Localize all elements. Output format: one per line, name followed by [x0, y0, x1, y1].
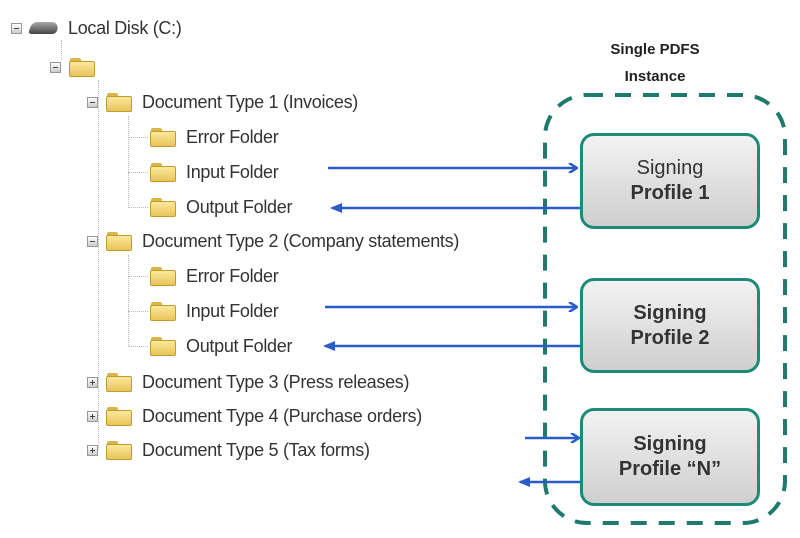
signing-profile-n: Signing Profile “N”	[580, 408, 760, 506]
signing-profile-2: Signing Profile 2	[580, 278, 760, 373]
folder-icon	[106, 440, 132, 460]
profile-line2: Profile 1	[630, 182, 710, 204]
tree-node-output-folder[interactable]: Output Folder	[150, 193, 292, 221]
expand-icon[interactable]	[87, 444, 98, 456]
instance-title: Single PDFS Instance	[585, 36, 725, 90]
tree-node-label: Error Folder	[186, 265, 279, 286]
profile-line2: Profile “N”	[618, 458, 722, 480]
tree-node-input-folder[interactable]: Input Folder	[150, 297, 279, 325]
folder-icon	[150, 266, 176, 286]
folder-icon	[106, 406, 132, 426]
tree-node-error-folder[interactable]: Error Folder	[150, 123, 279, 151]
tree-node-doc-type-3[interactable]: Document Type 3 (Press releases)	[87, 368, 409, 396]
profile-line1: Signing	[633, 433, 707, 455]
tree-node-local-disk[interactable]: Local Disk (C:)	[11, 14, 182, 42]
profile-line1: Signing	[633, 301, 707, 324]
tree-node-label: Input Folder	[186, 161, 279, 182]
collapse-icon[interactable]	[87, 235, 98, 247]
collapse-icon[interactable]	[50, 61, 61, 73]
folder-icon	[106, 372, 132, 392]
instance-title-line1: Single PDFS	[610, 41, 700, 58]
tree-node-doc-type-4[interactable]: Document Type 4 (Purchase orders)	[87, 402, 422, 430]
folder-icon	[150, 336, 176, 356]
folder-icon	[150, 127, 176, 147]
folder-icon	[150, 197, 176, 217]
folder-icon	[150, 301, 176, 321]
tree-node-label: Output Folder	[186, 196, 293, 217]
tree-node-label: Document Type 5 (Tax forms)	[142, 439, 370, 460]
folder-icon	[106, 92, 132, 112]
tree-node-label: Document Type 2 (Company statements)	[142, 230, 460, 251]
tree-node-error-folder[interactable]: Error Folder	[150, 262, 279, 290]
tree-node-label: Document Type 3 (Press releases)	[142, 371, 410, 392]
tree-node-doc-type-2[interactable]: Document Type 2 (Company statements)	[87, 227, 459, 255]
tree-node-output-folder[interactable]: Output Folder	[150, 332, 292, 360]
folder-icon	[69, 57, 95, 77]
instance-dashed-boundary	[543, 93, 787, 525]
tree-node-label: Document Type 4 (Purchase orders)	[142, 405, 422, 426]
tree-node-label: Document Type 1 (Invoices)	[142, 91, 358, 112]
profile-line1: Signing	[636, 157, 704, 179]
tree-node-label: Error Folder	[186, 126, 279, 147]
signing-profile-1: Signing Profile 1	[580, 133, 760, 229]
tree-node-label: Local Disk (C:)	[68, 17, 182, 38]
tree-node-root-folder[interactable]	[50, 53, 105, 81]
expand-icon[interactable]	[87, 410, 98, 422]
folder-icon	[150, 162, 176, 182]
folder-icon	[106, 231, 132, 251]
tree-node-label: Input Folder	[186, 300, 279, 321]
collapse-icon[interactable]	[11, 22, 22, 34]
profile-line2: Profile 2	[630, 326, 710, 349]
collapse-icon[interactable]	[87, 96, 98, 108]
expand-icon[interactable]	[87, 376, 98, 388]
tree-node-doc-type-5[interactable]: Document Type 5 (Tax forms)	[87, 436, 370, 464]
tree-node-label: Output Folder	[186, 335, 293, 356]
instance-title-line2: Instance	[624, 68, 686, 85]
tree-node-input-folder[interactable]: Input Folder	[150, 158, 279, 186]
tree-node-doc-type-1[interactable]: Document Type 1 (Invoices)	[87, 88, 358, 116]
